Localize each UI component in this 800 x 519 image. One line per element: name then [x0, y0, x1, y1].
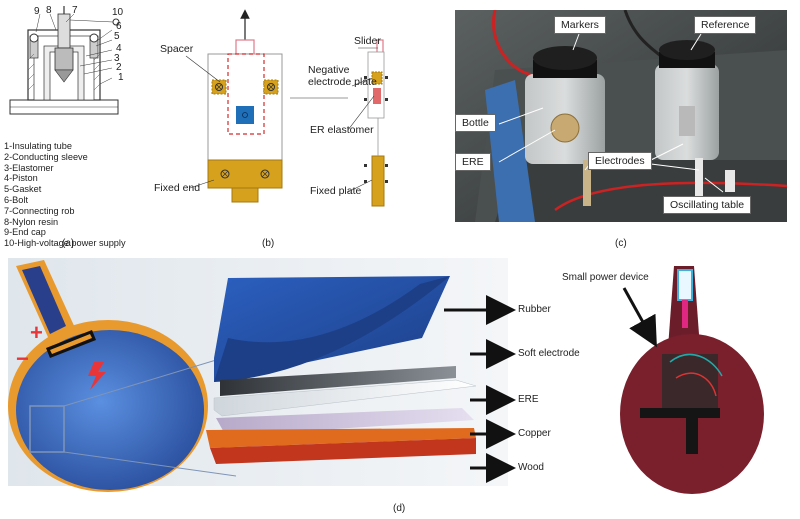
part-number-8: 8: [46, 5, 52, 16]
part-number-7: 7: [72, 5, 78, 16]
label-rubber: Rubber: [518, 304, 551, 315]
legend-item: 1-Insulating tube: [4, 141, 72, 151]
parts-legend: 1-Insulating tube 2-Conducting sleeve 3-…: [4, 141, 126, 249]
legend-item: 4-Piston: [4, 173, 38, 184]
caption-c: (c): [615, 238, 627, 249]
label-plus-sign: +: [30, 320, 43, 345]
part-number-2: 2: [116, 62, 122, 73]
photo-scene: [455, 10, 787, 222]
part-number-4: 4: [116, 43, 122, 54]
label-oscillating-table: Oscillating table: [663, 196, 752, 214]
panel-a: 9 8 7 10 6 5 4 3 2 1 1-Insulating tube 2…: [0, 0, 140, 250]
part-number-1: 1: [118, 72, 124, 83]
label-spacer: Spacer: [160, 43, 194, 55]
part-number-3: 3: [114, 53, 120, 64]
label-ere-layer: ERE: [518, 394, 539, 405]
part-number-6: 6: [116, 21, 122, 32]
legend-item: 10-High-voltage power supply: [4, 238, 126, 249]
label-minus-sign: −: [16, 346, 29, 371]
legend-item: 2-Conducting sleeve: [4, 151, 88, 162]
legend-item: 5-Gasket: [4, 184, 42, 195]
legend-item: 6-Bolt: [4, 194, 29, 205]
paddle-layers-illustration: [8, 258, 800, 498]
legend-item: 8-Nylon resin: [4, 216, 59, 227]
label-fixed-end: Fixed end: [154, 182, 201, 194]
legend-item: 3-Elastomer: [4, 162, 54, 173]
label-negative-electrode-plate: Negative electrode plate: [308, 64, 377, 88]
part-number-9: 9: [34, 6, 40, 17]
panel-d: + − Rubber Soft electrode ERE Copper Woo…: [0, 258, 800, 519]
label-small-power-device: Small power device: [562, 272, 649, 283]
assembly-drawing: [9, 6, 120, 115]
caption-b: (b): [262, 238, 275, 249]
label-markers: Markers: [554, 16, 606, 34]
legend-item: 9-End cap: [4, 227, 46, 238]
caption-a: (a): [62, 238, 75, 249]
part-number-5: 5: [114, 31, 120, 42]
clamp-fixture-drawing: [185, 9, 388, 207]
label-copper: Copper: [518, 428, 551, 439]
label-fixed-plate: Fixed plate: [310, 185, 362, 197]
label-ere: ERE: [455, 153, 491, 171]
label-er-elastomer: ER elastomer: [310, 124, 374, 136]
caption-d: (d): [393, 503, 406, 514]
label-bottle: Bottle: [455, 114, 496, 132]
label-slider: Slider: [354, 35, 381, 47]
label-wood: Wood: [518, 462, 544, 473]
experiment-photo: Markers Reference Bottle ERE Electrodes …: [455, 10, 787, 222]
label-reference: Reference: [694, 16, 757, 34]
part-number-10: 10: [112, 7, 124, 18]
legend-item: 7-Connecting rob: [4, 205, 75, 216]
panel-b: Spacer Fixed end Slider Negative electro…: [140, 0, 440, 250]
label-electrodes: Electrodes: [588, 152, 652, 170]
label-soft-electrode: Soft electrode: [518, 348, 580, 359]
